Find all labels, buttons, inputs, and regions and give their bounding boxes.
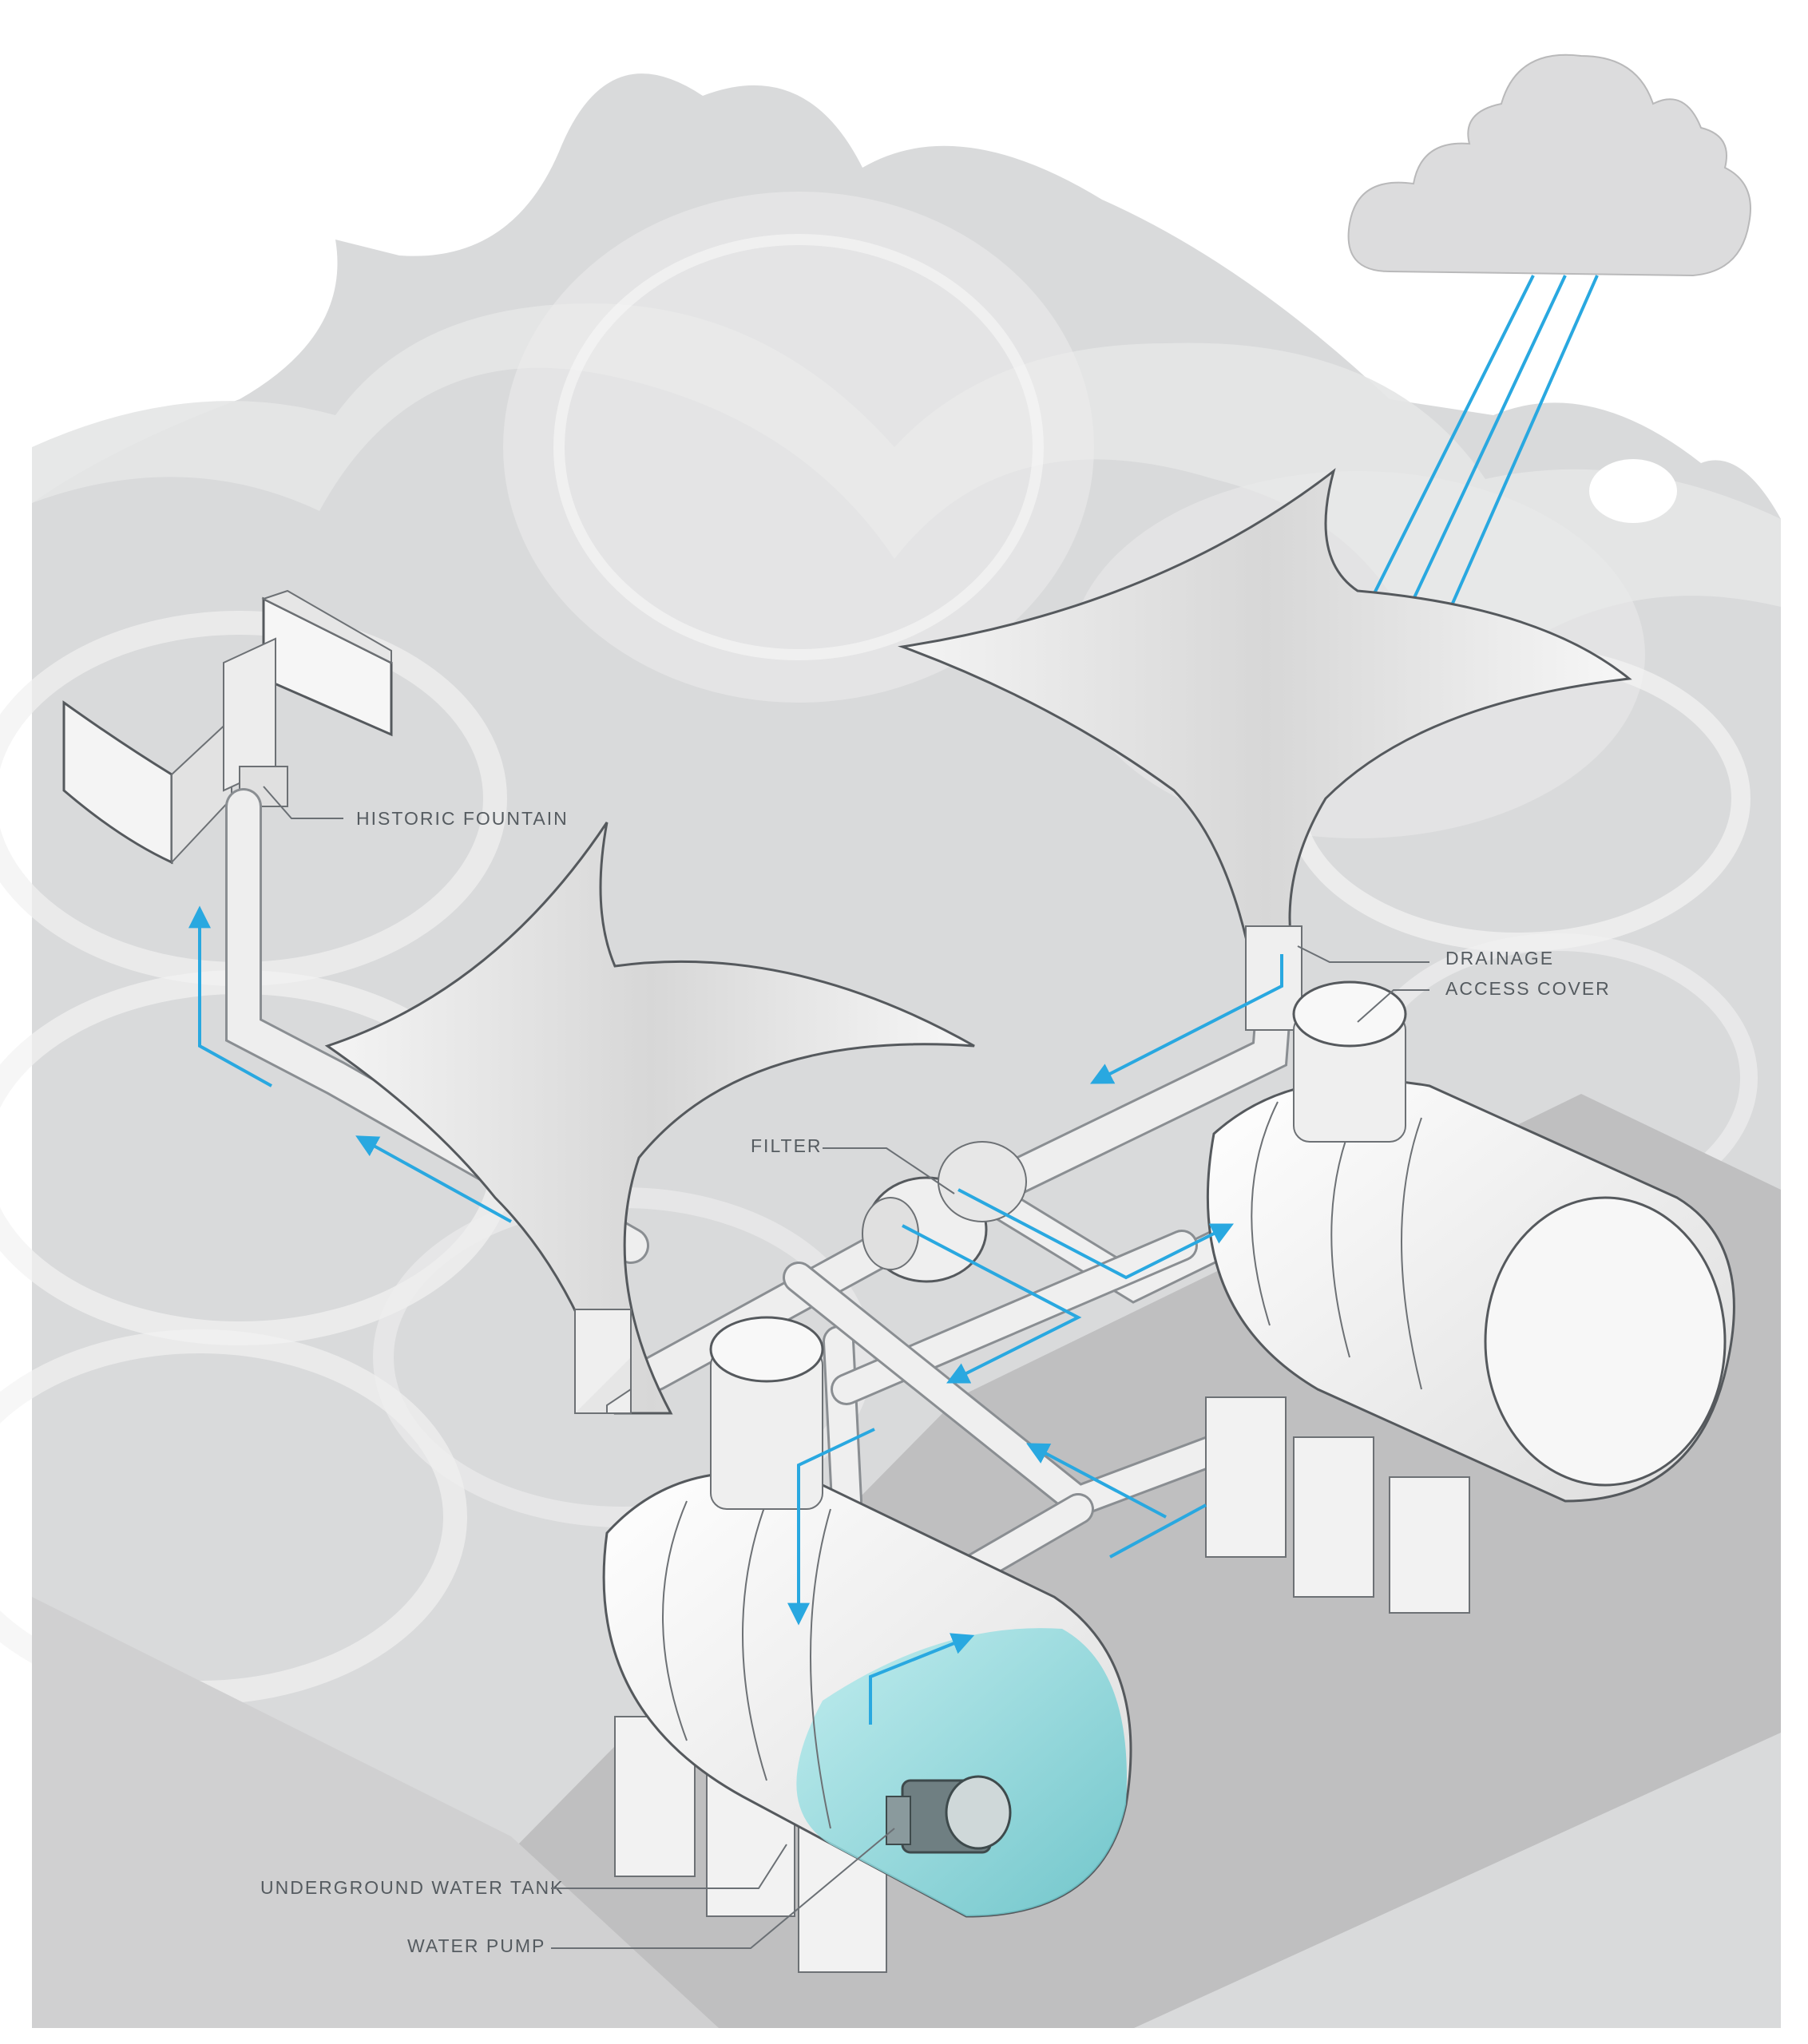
callout-underground-tank: UNDERGROUND WATER TANK xyxy=(260,1844,787,1898)
callout-drainage: DRAINAGE ACCESS COVER xyxy=(1297,945,1611,1023)
callout-filter: FILTER xyxy=(751,1135,955,1194)
canopy-left xyxy=(324,822,975,1415)
label-access-cover: ACCESS COVER xyxy=(1445,978,1611,999)
label-filter: FILTER xyxy=(751,1135,823,1156)
flow-arrows xyxy=(188,905,1283,1725)
label-drainage: DRAINAGE xyxy=(1445,948,1554,969)
historic-fountain xyxy=(62,589,393,865)
pump-icon xyxy=(886,1775,1012,1854)
label-water-pump: WATER PUMP xyxy=(407,1935,545,1956)
canopy-right xyxy=(898,468,1632,1031)
label-historic-fountain: HISTORIC FOUNTAIN xyxy=(356,808,569,829)
tank-right xyxy=(1205,980,1735,1614)
callout-water-pump: WATER PUMP xyxy=(407,1828,895,1956)
callout-historic-fountain: HISTORIC FOUNTAIN xyxy=(263,786,569,829)
cloud-icon xyxy=(1347,53,1751,277)
label-underground-tank: UNDERGROUND WATER TANK xyxy=(260,1877,565,1898)
